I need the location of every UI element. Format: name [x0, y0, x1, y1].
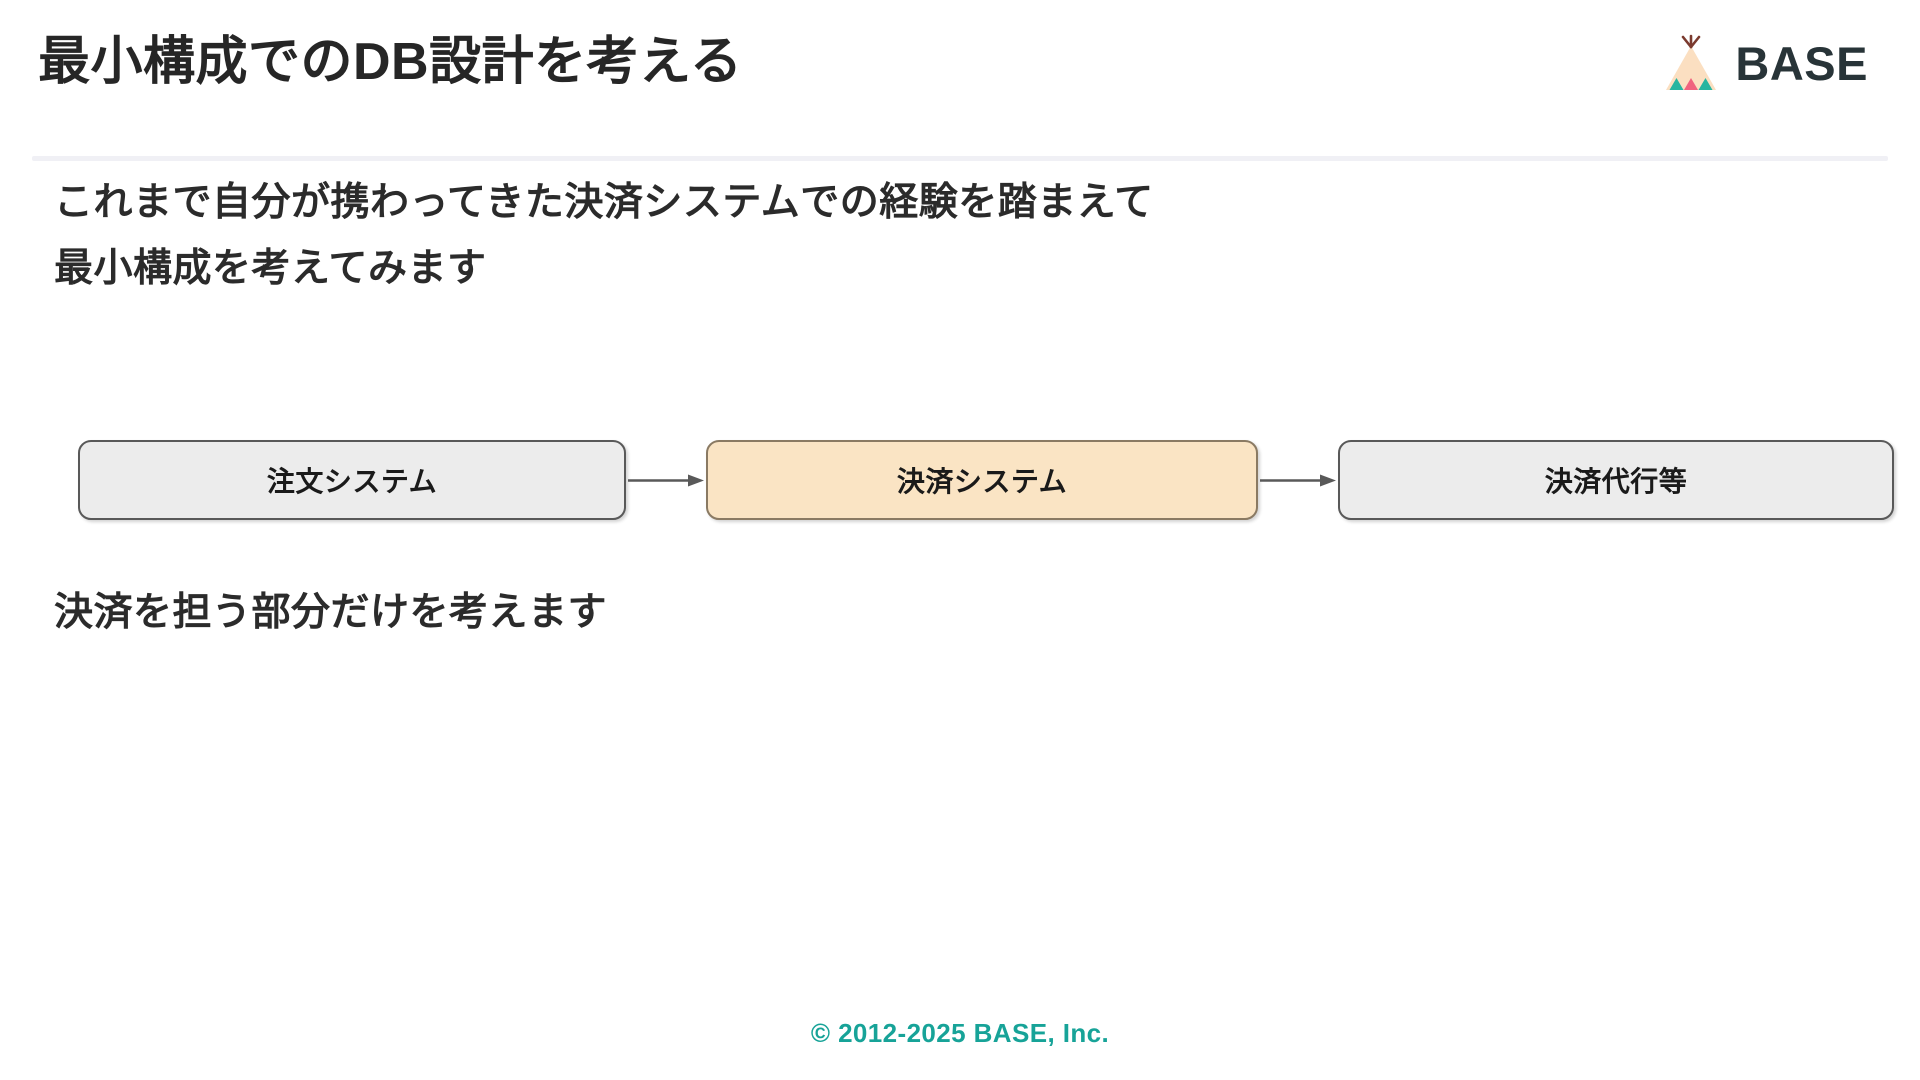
flow-node-label: 注文システム: [266, 466, 438, 497]
copyright-notice: © 2012-2025 BASE, Inc.: [810, 1018, 1110, 1048]
flow-node-payment-system: 決済システム: [706, 440, 1258, 520]
slide-header: 最小構成でのDB設計を考える BASE: [0, 0, 1920, 161]
brand-logo: BASE: [1660, 32, 1868, 98]
system-flow-diagram: 注文システム 決済システム 決済代行等: [0, 440, 1920, 530]
flow-node-order-system: 注文システム: [78, 440, 626, 520]
flow-arrow-order-to-payment: [628, 474, 704, 487]
flow-arrow-payment-to-gateway: [1260, 474, 1336, 487]
teepee-icon: [1660, 34, 1722, 96]
flow-caption: 決済を担う部分だけを考えます: [54, 591, 608, 634]
page-title: 最小構成でのDB設計を考える: [38, 33, 743, 91]
lead-line-2: 最小構成を考えてみます: [54, 247, 487, 290]
slide-footer: © 2012-2025 BASE, Inc.: [0, 1018, 1920, 1049]
flow-node-label: 決済システム: [896, 466, 1068, 497]
flow-node-payment-gateway: 決済代行等: [1338, 440, 1894, 520]
lead-line-1: これまで自分が携わってきた決済システムでの経験を踏まえて: [54, 181, 1154, 224]
brand-wordmark: BASE: [1735, 37, 1868, 90]
flow-node-label: 決済代行等: [1544, 466, 1688, 497]
lead-paragraph: これまで自分が携わってきた決済システムでの経験を踏まえて 最小構成を考えてみます: [54, 170, 1754, 302]
header-divider: [32, 156, 1888, 161]
